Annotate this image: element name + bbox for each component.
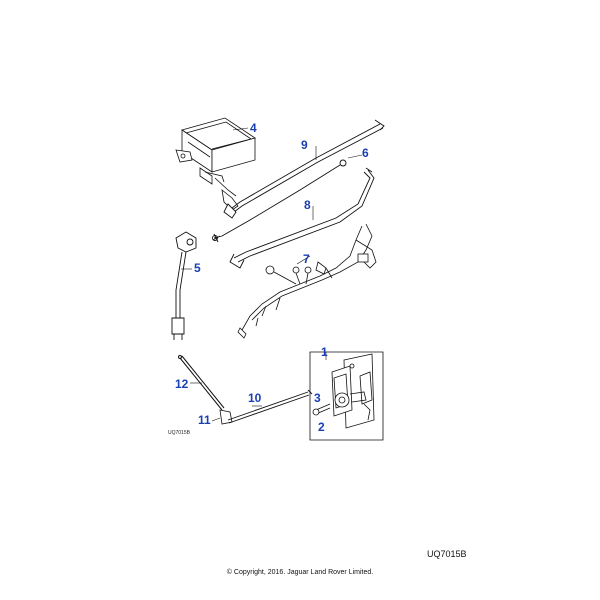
harness-8-part (229, 167, 375, 269)
assembly-frame (309, 351, 384, 441)
callout-7: 7 (303, 252, 310, 266)
callout-5: 5 (194, 261, 201, 275)
callout-4: 4 (250, 121, 257, 135)
callout-3: 3 (314, 391, 321, 405)
antenna-base-part (219, 409, 233, 425)
cable-10-part (227, 389, 313, 424)
callout-12: 12 (175, 377, 189, 391)
screw-part (312, 403, 331, 416)
copyright-notice: © Copyright, 2016. Jaguar Land Rover Lim… (226, 569, 374, 576)
module-unit-part (175, 117, 256, 211)
callout-8: 8 (304, 198, 311, 212)
callout-11: 11 (198, 413, 211, 427)
callout-2: 2 (318, 420, 325, 434)
callout-1: 1 (321, 345, 328, 359)
callout-10: 10 (248, 391, 262, 405)
small-reference-code: UQ7015B (168, 430, 190, 436)
bracket-assembly-part (331, 353, 375, 429)
cable-9-part (223, 119, 385, 219)
antenna-rod-part (178, 355, 225, 411)
callout-6: 6 (362, 146, 369, 160)
harness-7-part (237, 223, 377, 339)
callout-9: 9 (301, 138, 308, 152)
reference-code: UQ7015B (427, 549, 467, 559)
cable-5-part (171, 231, 221, 340)
